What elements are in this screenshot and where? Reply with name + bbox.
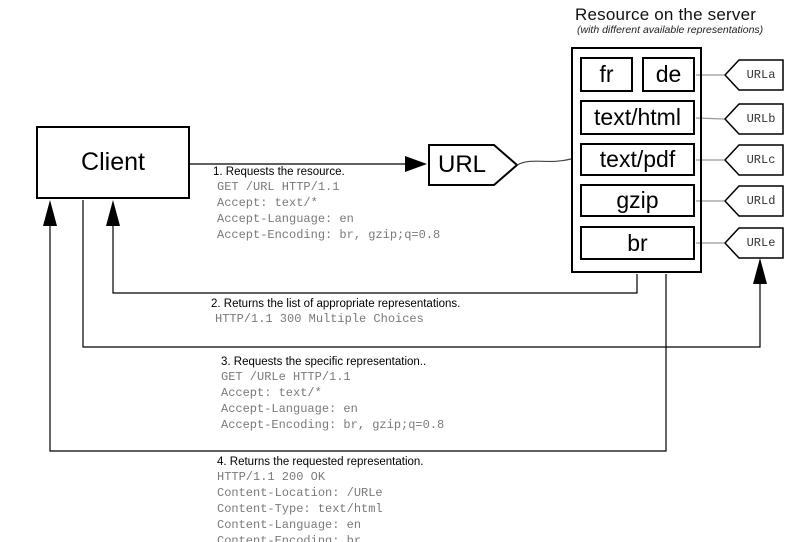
tag-urlb-label: URLb — [746, 112, 776, 126]
client-label: Client — [81, 148, 145, 176]
server-heading: Resource on the server — [575, 5, 757, 24]
message-3-step: 3. Requests the specific representation.… — [221, 356, 427, 368]
response-list-line — [112, 224, 638, 294]
representation-box-fr: fr — [580, 57, 633, 92]
tag-urle-label: URLe — [746, 236, 776, 250]
request-specific-arrowhead-icon — [753, 258, 767, 284]
message-3-http: GET /URLe HTTP/1.1 Accept: text/* Accept… — [221, 370, 445, 432]
message-1-step: 1. Requests the resource. — [213, 166, 345, 178]
response-representation-arrowhead-icon — [43, 200, 57, 226]
tag-urld-label: URLd — [746, 194, 776, 208]
response-representation-line — [49, 224, 667, 452]
url-pentagon — [428, 144, 519, 186]
tag-urle-shape — [723, 227, 784, 259]
representation-box-text-pdf: text/pdf — [580, 143, 695, 176]
representation-box-br: br — [580, 226, 695, 260]
tag-urld-shape — [723, 185, 784, 217]
request-resource-arrowhead-icon — [405, 156, 427, 172]
tag-urlc-shape — [723, 144, 784, 176]
tag-urlc-label: URLc — [746, 153, 776, 167]
client-box: Client — [36, 126, 190, 199]
representation-box-gzip: gzip — [580, 184, 695, 217]
response-list-arrowhead-icon — [106, 200, 120, 226]
message-2-http: HTTP/1.1 300 Multiple Choices — [215, 312, 424, 326]
message-2-step: 2. Returns the list of appropriate repre… — [211, 298, 461, 310]
request-specific-line — [82, 200, 761, 348]
server-resource-box — [571, 47, 702, 273]
representation-box-de: de — [642, 57, 695, 92]
message-4-step: 4. Returns the requested representation. — [217, 456, 424, 468]
url-to-server-link — [516, 158, 572, 166]
url-node-label: URL — [437, 151, 486, 178]
tag-urlb-shape — [723, 103, 784, 135]
message-1-http: GET /URL HTTP/1.1 Accept: text/* Accept-… — [217, 180, 441, 242]
message-4-http: HTTP/1.1 200 OK Content-Location: /URLe … — [217, 470, 383, 542]
representation-box-text-html: text/html — [580, 100, 695, 135]
server-subheading: (with different available representation… — [577, 24, 764, 36]
tag-urla-shape — [723, 59, 784, 91]
tag-urla-label: URLa — [746, 68, 776, 82]
